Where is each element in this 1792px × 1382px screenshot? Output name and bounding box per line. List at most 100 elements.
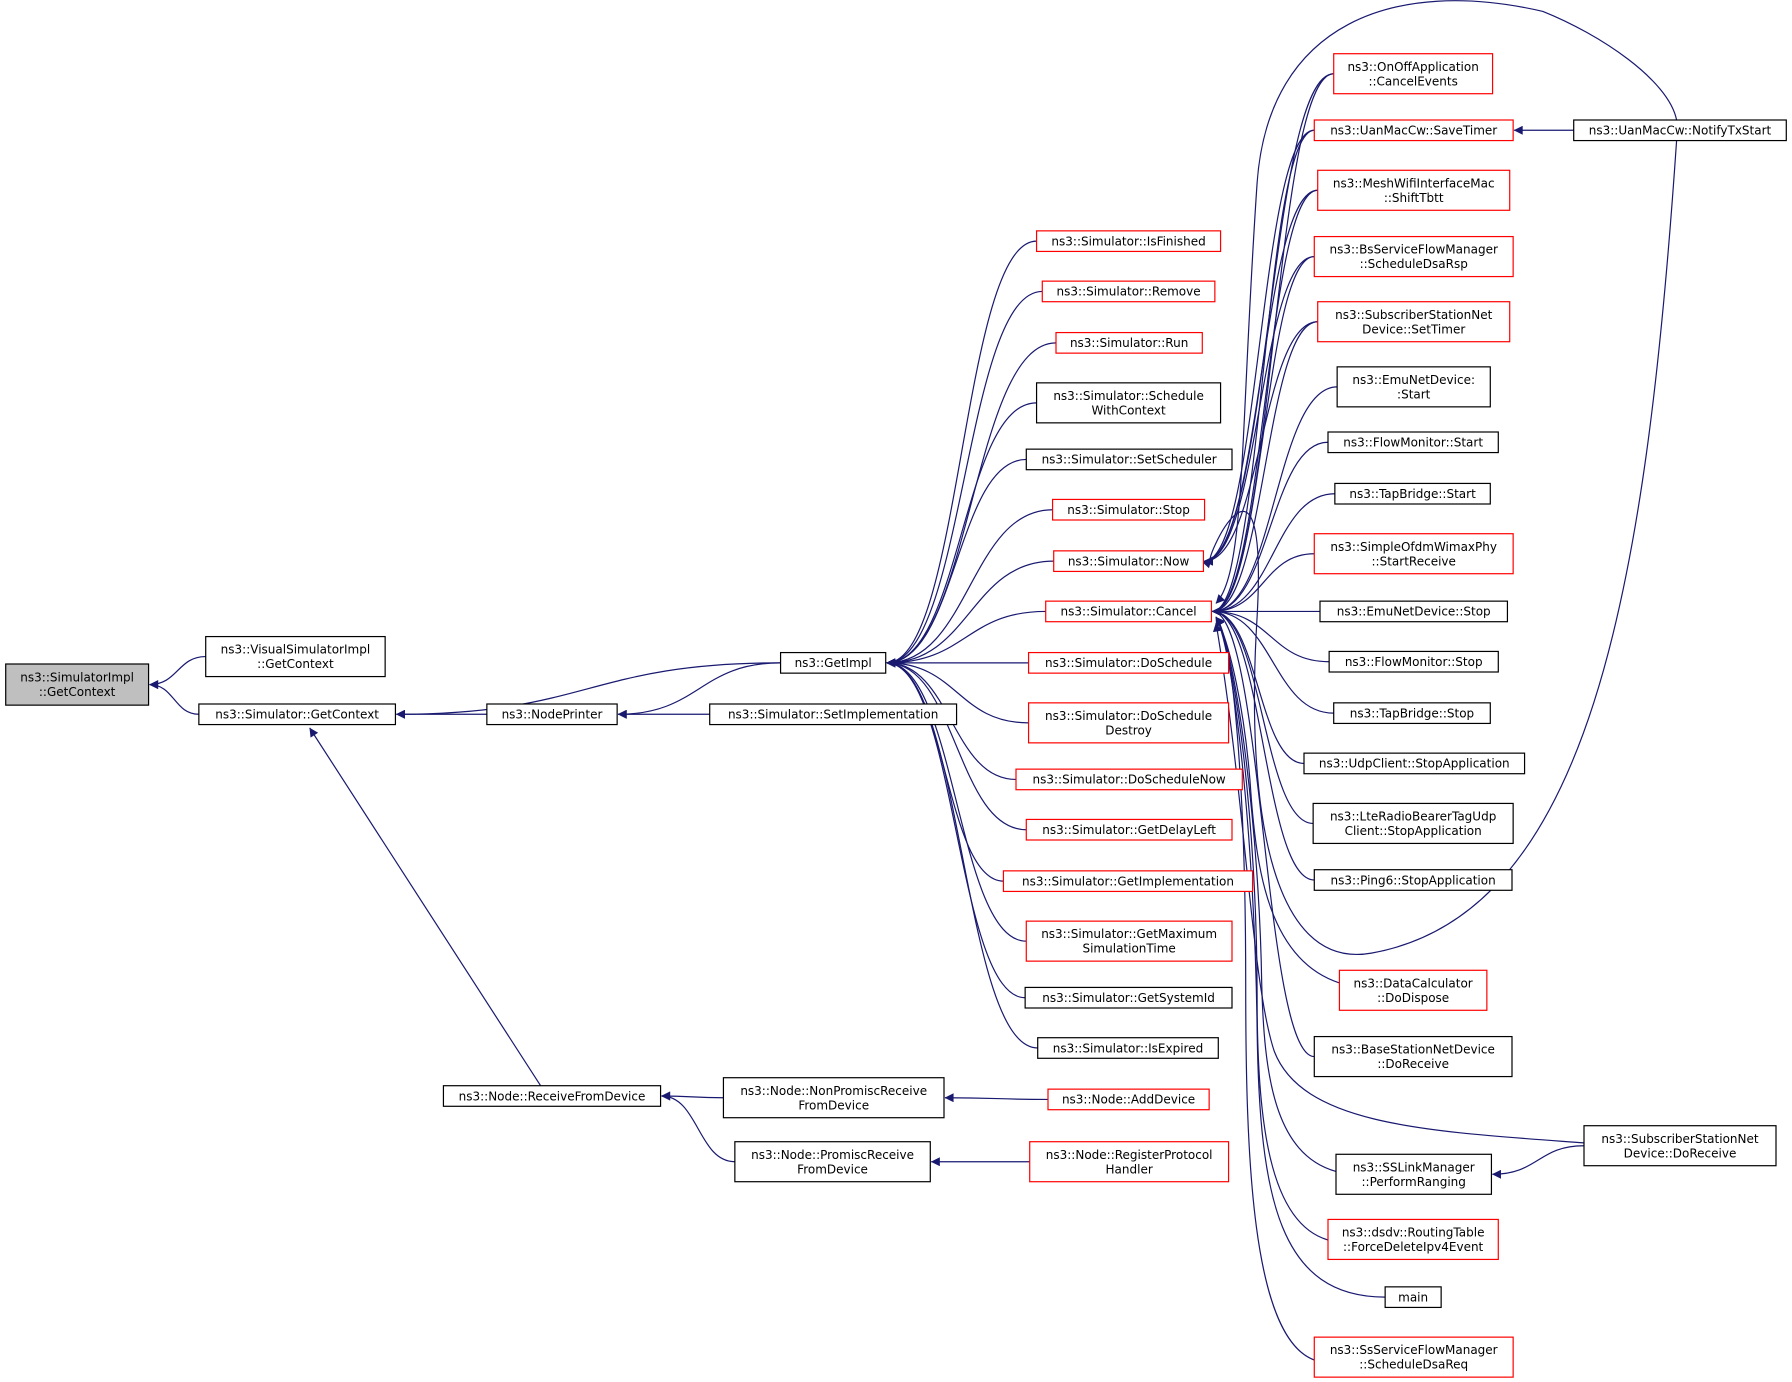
graph-node-umnt[interactable]: ns3::UanMacCw::NotifyTxStart [1573, 119, 1787, 142]
edge-fms-to-cancel [1211, 441, 1329, 616]
graph-node-ooa[interactable]: ns3::OnOffApplication::CancelEvents [1333, 53, 1494, 95]
edge-sgc-to-root [149, 680, 199, 715]
node-label: ns3::Simulator::GetDelayLeft [1042, 823, 1216, 837]
node-label: ns3::Simulator::DoScheduleNow [1033, 773, 1226, 787]
graph-node-ucsa[interactable]: ns3::UdpClient::StopApplication [1303, 752, 1526, 775]
graph-node-rem[interactable]: ns3::Simulator::Remove [1041, 280, 1216, 303]
edge-bsnd-to-cancel [1211, 607, 1315, 1058]
node-label: ns3::Node::AddDevice [1062, 1093, 1195, 1107]
graph-node-rfd[interactable]: ns3::Node::ReceiveFromDevice [442, 1085, 662, 1107]
node-label: ns3::UdpClient::StopApplication [1319, 757, 1510, 771]
edge-stop-to-gi [886, 509, 1053, 668]
graph-node-gdl[interactable]: ns3::Simulator::GetDelayLeft [1025, 818, 1233, 841]
graph-node-ssfm[interactable]: ns3::SsServiceFlowManager::ScheduleDsaRe… [1313, 1336, 1514, 1378]
graph-node-umst[interactable]: ns3::UanMacCw::SaveTimer [1313, 119, 1514, 142]
graph-node-ad[interactable]: ns3::Node::AddDevice [1047, 1088, 1210, 1111]
node-box [1313, 119, 1514, 142]
graph-node-np[interactable]: ns3::NodePrinter [486, 703, 618, 726]
graph-node-dsdv[interactable]: ns3::dsdv::RoutingTable::ForceDeleteIpv4… [1327, 1218, 1499, 1261]
node-label: FromDevice [798, 1098, 869, 1112]
edge-ssdr-to-sslm [1491, 1145, 1585, 1179]
edge-mwim-to-now [1203, 189, 1318, 566]
graph-node-dcdd[interactable]: ns3::DataCalculator::DoDispose [1338, 969, 1488, 1011]
graph-node-main[interactable]: main [1384, 1286, 1442, 1309]
graph-node-sowp[interactable]: ns3::SimpleOfdmWimaxPhy::StartReceive [1313, 533, 1514, 575]
graph-node-bsfm[interactable]: ns3::BsServiceFlowManager::ScheduleDsaRs… [1313, 235, 1514, 278]
graph-node-sgc[interactable]: ns3::Simulator::GetContext [198, 703, 397, 726]
node-label: ns3::SSLinkManager [1353, 1160, 1475, 1174]
graph-node-stop[interactable]: ns3::Simulator::Stop [1051, 498, 1206, 521]
node-label: ns3::Node::ReceiveFromDevice [459, 1089, 646, 1103]
graph-node-ssi[interactable]: ns3::Simulator::SetImplementation [709, 703, 958, 726]
graph-node-fmstop[interactable]: ns3::FlowMonitor::Stop [1328, 650, 1499, 673]
node-label: ns3::UanMacCw::SaveTimer [1330, 124, 1497, 138]
node-label: ns3::FlowMonitor::Stop [1345, 655, 1483, 669]
graph-node-gi[interactable]: ns3::GetImpl [779, 651, 887, 674]
graph-node-gimp[interactable]: ns3::Simulator::GetImplementation [1002, 870, 1254, 893]
node-label: ns3::BsServiceFlowManager [1330, 243, 1498, 257]
graph-node-tbstop[interactable]: ns3::TapBridge::Stop [1333, 702, 1491, 725]
graph-node-dos[interactable]: ns3::Simulator::DoSchedule [1027, 651, 1230, 674]
graph-node-fms[interactable]: ns3::FlowMonitor::Start [1327, 431, 1499, 454]
graph-node-bsnd[interactable]: ns3::BaseStationNetDevice::DoReceive [1313, 1035, 1513, 1078]
graph-node-lrbt[interactable]: ns3::LteRadioBearerTagUdpClient::StopApp… [1312, 802, 1514, 845]
edge-rem-to-gi [886, 290, 1043, 668]
graph-node-run[interactable]: ns3::Simulator::Run [1055, 331, 1203, 354]
graph-node-ise[interactable]: ns3::Simulator::IsExpired [1037, 1037, 1219, 1059]
graph-node-vsi[interactable]: ns3::VisualSimulatorImpl::GetContext [205, 635, 386, 678]
node-label: ns3::VisualSimulatorImpl [221, 643, 371, 657]
node-box [198, 703, 397, 726]
graph-node-ssnd[interactable]: ns3::SubscriberStationNetDevice::SetTime… [1317, 301, 1511, 343]
node-label: ns3::Simulator::IsExpired [1053, 1041, 1203, 1055]
node-label: ns3::MeshWifiInterfaceMac [1333, 176, 1495, 190]
node-label: ::GetContext [257, 657, 334, 671]
graph-node-ssdr[interactable]: ns3::SubscriberStationNetDevice::DoRecei… [1583, 1125, 1777, 1167]
node-label: ns3::TapBridge::Stop [1350, 706, 1474, 720]
graph-node-now[interactable]: ns3::Simulator::Now [1053, 550, 1205, 573]
edge-ssch-to-gi [886, 458, 1027, 668]
node-box [722, 1077, 945, 1119]
edge-gi-to-np [617, 662, 781, 719]
edge-sowp-to-cancel [1211, 553, 1315, 616]
node-label: ns3::UanMacCw::NotifyTxStart [1589, 124, 1772, 138]
edge-ad-to-nprfd [944, 1093, 1049, 1103]
edge-cancel-to-gi [886, 610, 1046, 668]
node-label: ns3::Simulator::Schedule [1053, 389, 1204, 403]
node-box [1035, 382, 1222, 424]
node-label: ns3::SimulatorImpl [20, 671, 134, 685]
node-box [1025, 448, 1233, 471]
node-box [1053, 550, 1205, 573]
graph-node-cancel[interactable]: ns3::Simulator::Cancel [1045, 600, 1213, 623]
graph-node-ends[interactable]: ns3::EmuNetDevice::Start [1336, 366, 1491, 408]
node-label: Device::SetTimer [1362, 322, 1465, 336]
node-label: ns3::Simulator::GetSystemId [1042, 991, 1215, 1005]
node-box [1336, 366, 1491, 408]
graph-node-dosn[interactable]: ns3::Simulator::DoScheduleNow [1015, 768, 1243, 791]
edge-umst-to-now [1203, 129, 1315, 566]
graph-node-isf[interactable]: ns3::Simulator::IsFinished [1035, 230, 1222, 253]
node-label: ns3::Simulator::DoSchedule [1045, 709, 1212, 723]
graph-node-sslm[interactable]: ns3::SSLinkManager::PerformRanging [1335, 1153, 1493, 1195]
graph-node-ssch[interactable]: ns3::Simulator::SetScheduler [1025, 448, 1233, 471]
node-box [1583, 1125, 1777, 1167]
edge-ends-to-cancel [1211, 386, 1338, 616]
graph-node-gsid[interactable]: ns3::Simulator::GetSystemId [1024, 986, 1233, 1009]
node-box [1313, 1035, 1513, 1078]
graph-node-tbs[interactable]: ns3::TapBridge::Start [1334, 482, 1491, 505]
edge-dcdd-to-cancel [1215, 616, 1340, 984]
node-box [779, 651, 887, 674]
graph-node-p6sa[interactable]: ns3::Ping6::StopApplication [1313, 869, 1513, 891]
graph-node-mwim[interactable]: ns3::MeshWifiInterfaceMac::ShiftTbtt [1317, 169, 1511, 211]
node-label: ::PerformRanging [1362, 1175, 1466, 1189]
node-box [1338, 969, 1488, 1011]
node-label: ns3::Simulator::Now [1068, 554, 1190, 568]
graph-node-endstop[interactable]: ns3::EmuNetDevice::Stop [1319, 600, 1509, 623]
node-label: ns3::Simulator::GetImplementation [1022, 874, 1234, 888]
node-label: ns3::Simulator::SetImplementation [728, 708, 938, 722]
